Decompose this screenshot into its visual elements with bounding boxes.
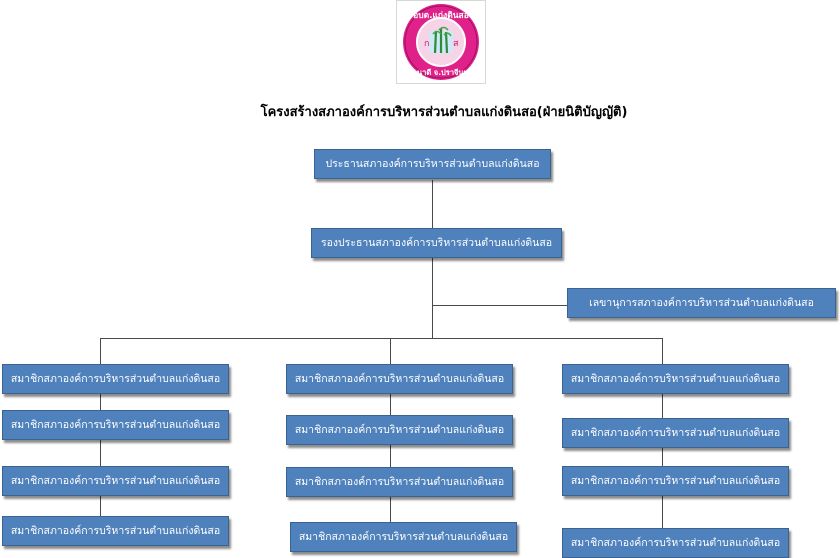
member-box: สมาชิกสภาองค์การบริหารส่วนตำบลแก่งดินสอ (2, 364, 229, 394)
connector-vice-trunk (432, 258, 433, 338)
member-box: สมาชิกสภาองค์การบริหารส่วนตำบลแก่งดินสอ (2, 410, 229, 440)
member-box: สมาชิกสภาองค์การบริหารส่วนตำบลแก่งดินสอ (562, 466, 789, 496)
svg-text:ก: ก (424, 39, 429, 49)
member-box: สมาชิกสภาองค์การบริหารส่วนตำบลแก่งดินสอ (286, 467, 513, 497)
member-box: สมาชิกสภาองค์การบริหารส่วนตำบลแก่งดินสอ (290, 522, 517, 552)
member-box: สมาชิกสภาองค์การบริหารส่วนตำบลแก่งดินสอ (2, 466, 229, 496)
svg-text:ส: ส (453, 39, 459, 49)
logo-top-text: อบต.แก่งดินสอ (413, 10, 469, 21)
connector-chairman-vice (432, 180, 433, 228)
vice-chairman-box: รองประธานสภาองค์การบริหารส่วนตำบลแก่งดิน… (311, 228, 562, 258)
member-box: สมาชิกสภาองค์การบริหารส่วนตำบลแก่งดินสอ (286, 364, 513, 394)
chart-title: โครงสร้างสภาองค์การบริหารส่วนตำบลแก่งดิน… (260, 105, 628, 120)
secretary-box: เลขานุการสภาองค์การบริหารส่วนตำบลแก่งดิน… (567, 288, 836, 318)
connector-secretary (432, 305, 567, 306)
member-box: สมาชิกสภาองค์การบริหารส่วนตำบลแก่งดินสอ (562, 418, 789, 448)
member-box: สมาชิกสภาองค์การบริหารส่วนตำบลแก่งดินสอ (562, 528, 789, 558)
chairman-box: ประธานสภาองค์การบริหารส่วนตำบลแก่งดินสอ (314, 149, 551, 179)
connector-members-bar (100, 338, 662, 339)
logo-bottom-text: อ.นาดี จ.ปราจีนบุรี (410, 68, 474, 77)
organization-logo: ก ส อบต.แก่งดินสอ อ.นาดี จ.ปราจีนบุรี (396, 0, 486, 84)
member-box: สมาชิกสภาองค์การบริหารส่วนตำบลแก่งดินสอ (562, 364, 789, 394)
member-box: สมาชิกสภาองค์การบริหารส่วนตำบลแก่งดินสอ (286, 415, 513, 445)
member-box: สมาชิกสภาองค์การบริหารส่วนตำบลแก่งดินสอ (2, 516, 229, 546)
